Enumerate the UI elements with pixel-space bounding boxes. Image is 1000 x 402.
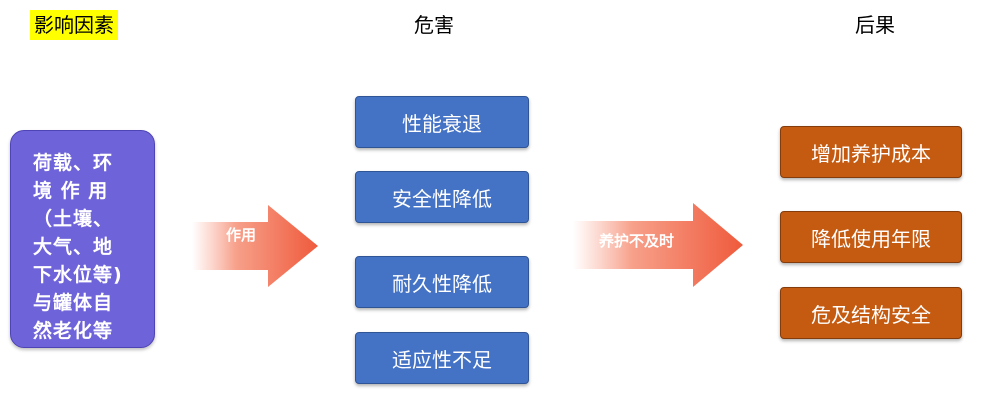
factor-line: 然老化等 bbox=[33, 320, 114, 342]
factor-line: 下水位等) bbox=[33, 264, 123, 286]
result-box: 危及结构安全 bbox=[780, 287, 962, 339]
arrow-maintenance-label: 养护不及时 bbox=[599, 232, 675, 250]
factor-line: 荷载、环 bbox=[33, 152, 114, 174]
hazard-box: 安全性降低 bbox=[355, 171, 529, 223]
hazard-box: 性能衰退 bbox=[355, 96, 529, 148]
factor-line: （土壤、 bbox=[33, 208, 114, 230]
factor-line: 与罐体自 bbox=[33, 292, 114, 314]
result-box: 增加养护成本 bbox=[780, 126, 962, 178]
factor-line: 大气、地 bbox=[33, 236, 114, 258]
hazard-box: 适应性不足 bbox=[355, 332, 529, 384]
factors-box: 荷载、环 境 作 用 （土壤、 大气、地 下水位等) 与罐体自 然老化等 bbox=[10, 130, 155, 348]
factor-line: 境 作 用 bbox=[33, 180, 109, 202]
header-hazards: 危害 bbox=[414, 13, 454, 37]
hazard-box: 耐久性降低 bbox=[355, 256, 529, 308]
header-results: 后果 bbox=[855, 13, 895, 37]
arrow-action-label: 作用 bbox=[226, 226, 257, 244]
header-factors: 影响因素 bbox=[30, 10, 118, 40]
arrow-maintenance bbox=[573, 203, 743, 287]
result-box: 降低使用年限 bbox=[780, 211, 962, 263]
arrow-action bbox=[192, 205, 318, 287]
